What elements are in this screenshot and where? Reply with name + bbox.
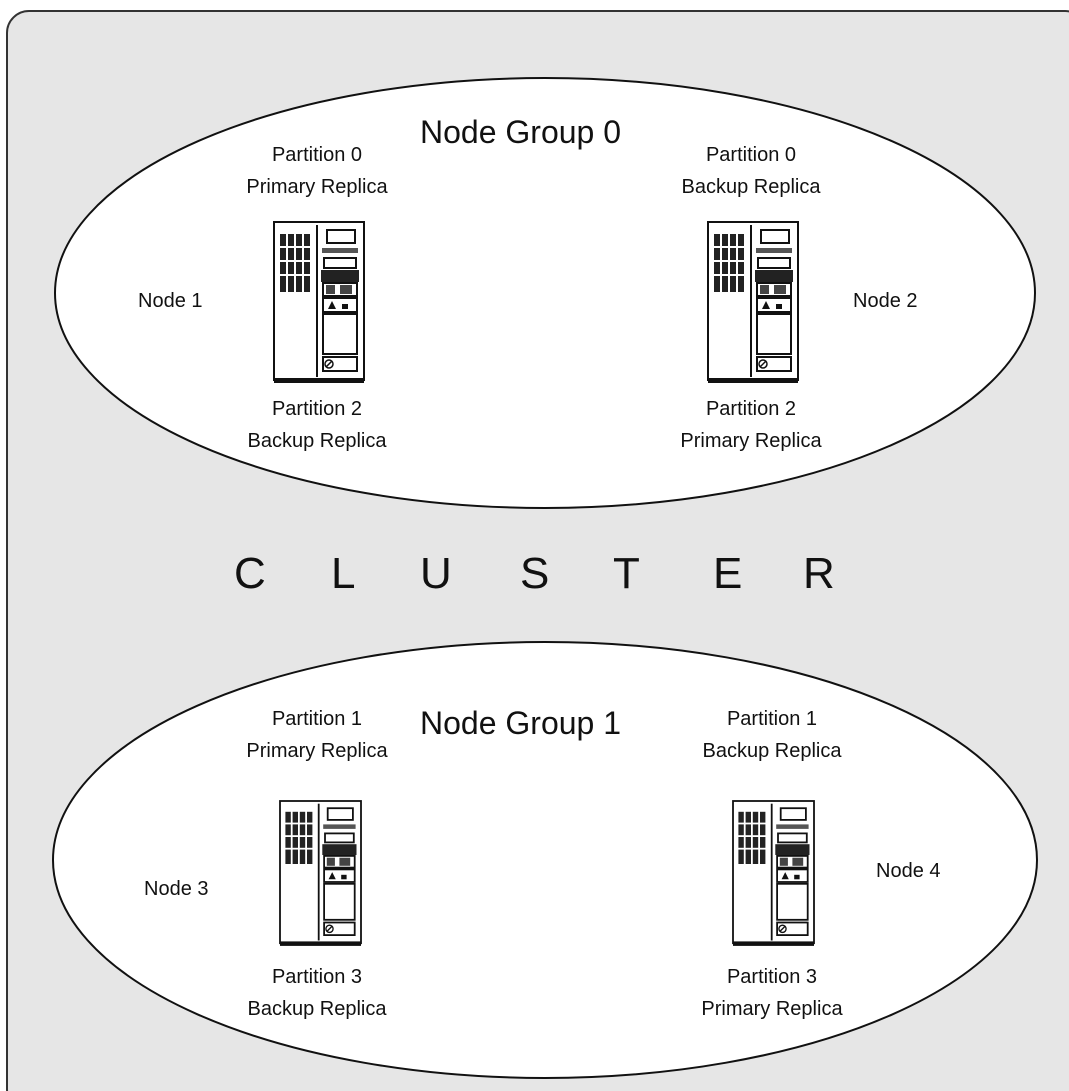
node-2-top-label: Partition 0 Backup Replica: [660, 139, 842, 203]
cluster-letter: T: [613, 549, 640, 598]
replica-label: Primary Replica: [680, 430, 822, 452]
partition-label: Partition 1: [271, 708, 363, 730]
node-group-0-ellipse: [54, 77, 1036, 509]
server-icon: [732, 800, 815, 947]
partition-label: Partition 1: [726, 708, 818, 730]
node-3-name: Node 3: [144, 878, 209, 900]
partition-label: Partition 3: [726, 966, 818, 988]
node-group-1-ellipse: [52, 641, 1038, 1079]
cluster-letter: U: [420, 549, 452, 598]
node-1-bottom-label: Partition 2 Backup Replica: [228, 393, 406, 457]
node-2-name: Node 2: [853, 290, 918, 312]
node-3-top-label: Partition 1 Primary Replica: [228, 703, 406, 767]
cluster-letter: S: [520, 549, 550, 598]
node-2-bottom-label: Partition 2 Primary Replica: [660, 393, 842, 457]
node-4-bottom-label: Partition 3 Primary Replica: [682, 961, 862, 1025]
replica-label: Primary Replica: [701, 998, 843, 1020]
replica-label: Backup Replica: [702, 740, 842, 762]
node-4-name: Node 4: [876, 860, 941, 882]
replica-label: Backup Replica: [681, 176, 821, 198]
cluster-letter: E: [713, 549, 743, 598]
cluster-letter: R: [803, 549, 835, 598]
cluster-letter: C: [234, 549, 266, 598]
partition-label: Partition 2: [705, 398, 797, 420]
server-icon: [707, 221, 799, 384]
server-icon: [273, 221, 365, 384]
partition-label: Partition 3: [271, 966, 363, 988]
partition-label: Partition 0: [271, 144, 363, 166]
replica-label: Primary Replica: [246, 176, 388, 198]
node-4-top-label: Partition 1 Backup Replica: [682, 703, 862, 767]
node-group-1-title: Node Group 1: [420, 705, 622, 741]
node-1-name: Node 1: [138, 290, 203, 312]
node-3-bottom-label: Partition 3 Backup Replica: [228, 961, 406, 1025]
cluster-label: C L U S T E R: [0, 550, 1069, 600]
server-icon: [279, 800, 362, 947]
cluster-letter: L: [331, 549, 356, 598]
partition-label: Partition 0: [705, 144, 797, 166]
replica-label: Primary Replica: [246, 740, 388, 762]
replica-label: Backup Replica: [247, 430, 387, 452]
partition-label: Partition 2: [271, 398, 363, 420]
node-group-0-title: Node Group 0: [420, 114, 622, 150]
replica-label: Backup Replica: [247, 998, 387, 1020]
node-1-top-label: Partition 0 Primary Replica: [228, 139, 406, 203]
